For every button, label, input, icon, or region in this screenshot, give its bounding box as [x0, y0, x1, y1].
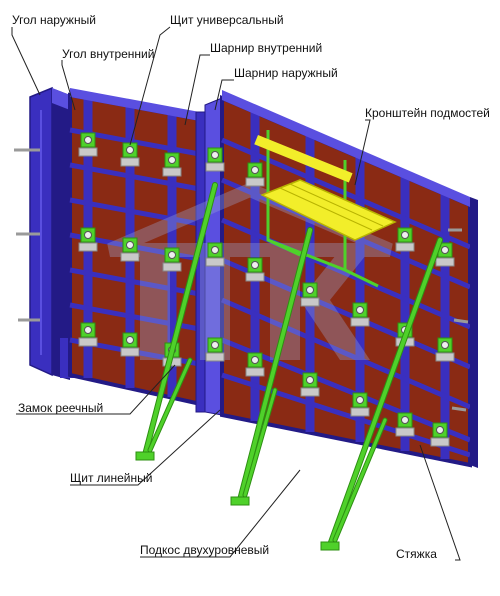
lock-clamp-icon	[245, 257, 265, 282]
lock-clamp-icon	[245, 352, 265, 377]
lock-clamp-icon	[120, 237, 140, 262]
lock-clamp-icon	[162, 247, 182, 272]
label-tie: Стяжка	[396, 547, 437, 561]
lock-clamp-icon	[430, 422, 450, 447]
brace	[320, 237, 443, 551]
lock-clamp-icon	[245, 162, 265, 187]
lock-clamp-icon	[78, 322, 98, 347]
lock-clamp-icon	[395, 227, 415, 252]
lock-clamp-icon	[205, 242, 225, 267]
lock-clamp-icon	[435, 337, 455, 362]
label-inner-corner: Угол внутренний	[62, 47, 155, 61]
tie-rod-icon	[14, 148, 469, 412]
label-universal-panel: Щит универсальный	[170, 13, 284, 27]
label-outer-hinge: Шарнир наружный	[234, 66, 338, 80]
lock-clamp-icon	[300, 282, 320, 307]
label-outer-corner: Угол наружный	[12, 13, 96, 27]
label-inner-hinge: Шарнир внутренний	[210, 41, 323, 55]
lock-clamp-icon	[205, 147, 225, 172]
lock-clamp-icon	[78, 227, 98, 252]
label-scaffold-bracket: Кронштейн подмостей	[365, 106, 490, 120]
lock-clamp-icon	[205, 337, 225, 362]
lock-clamp-icon	[162, 152, 182, 177]
lock-clamp-icon	[300, 372, 320, 397]
lock-clamp-icon	[350, 302, 370, 327]
outer-corner	[29, 86, 70, 380]
leader-lines	[11, 26, 461, 561]
lock-clamp-icon	[78, 132, 98, 157]
lock-clamp-icon	[120, 332, 140, 357]
brace	[135, 182, 218, 461]
lock-clamp-icon	[120, 142, 140, 167]
two-level-braces	[135, 182, 443, 551]
lock-clamp-icon	[435, 242, 455, 267]
brace	[230, 227, 313, 506]
label-rack-lock: Замок реечный	[18, 401, 104, 415]
lock-clamp-icon	[350, 392, 370, 417]
label-two-level-brace: Подкос двухуровневый	[140, 543, 270, 557]
label-linear-panel: Щит линейный	[70, 471, 153, 485]
lock-clamp-icon	[395, 412, 415, 437]
lock-clamps	[78, 132, 455, 447]
